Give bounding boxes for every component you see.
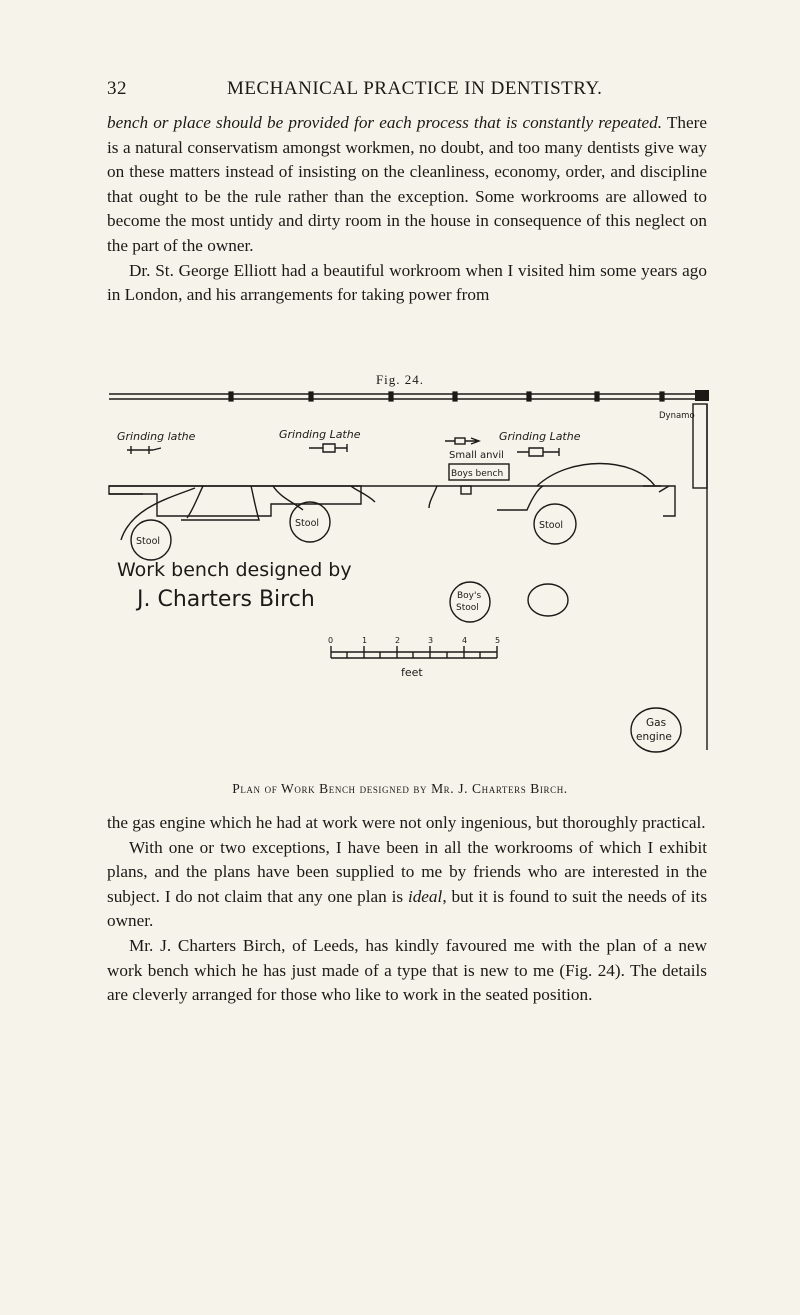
scale-tick-label: 2 <box>395 636 400 645</box>
text-block-top: bench or place should be provided for ea… <box>107 111 707 308</box>
running-head: 32 MECHANICAL PRACTICE IN DENTISTRY. <box>107 78 707 104</box>
stool-circle <box>289 501 331 543</box>
lathe-bed <box>517 447 560 457</box>
text-block-bottom: the gas engine which he had at work were… <box>107 811 707 1008</box>
lathe-label-2: Grinding Lathe <box>279 428 361 441</box>
paragraph-text: , but it is found to suit the needs of i… <box>107 886 708 931</box>
work-bench-label: Work bench designed by <box>117 559 352 581</box>
italic-word: ideal <box>407 886 443 906</box>
paragraph: Dr. St. George Elliott had a beautiful w… <box>107 260 707 305</box>
wall-corner <box>695 390 709 401</box>
lathe-label-1: Grinding lathe <box>117 430 196 443</box>
page-number: 32 <box>107 78 127 99</box>
stool-label: Stool <box>136 536 160 547</box>
scale-tick-label: 5 <box>495 636 500 645</box>
stool-circle <box>533 503 577 545</box>
knee-hole <box>272 485 304 511</box>
boys-bench-label: Boys bench <box>451 469 503 479</box>
extra-stool-circle <box>527 583 569 617</box>
knee-hole <box>428 485 438 509</box>
knee-hole <box>181 485 260 521</box>
paragraph: With one or two exceptions, I have been … <box>107 836 707 934</box>
scale-tick-label: 3 <box>428 636 433 645</box>
figure-label: Fig. 24. <box>375 372 425 387</box>
designer-label: J. Charters Birch <box>135 587 315 612</box>
figure-caption: Plan of Work Bench designed by Mr. J. Ch… <box>232 781 568 796</box>
running-title: MECHANICAL PRACTICE IN DENTISTRY. <box>227 78 603 99</box>
boys-stool-label: Boy's <box>457 591 481 601</box>
scale-unit-label: feet <box>401 666 423 679</box>
vice <box>460 485 472 495</box>
shaft-pulleys <box>228 391 665 402</box>
anvil-block <box>454 437 466 445</box>
boys-stool-circle <box>449 581 491 623</box>
anvil-shape <box>445 437 481 445</box>
knee-hole <box>120 487 196 541</box>
paragraph: bench or place should be provided for ea… <box>107 111 707 259</box>
gas-engine-circle <box>630 707 682 753</box>
boys-stool-label: Stool <box>456 603 479 613</box>
lathe-bed <box>309 443 348 453</box>
scale-tick-label: 0 <box>328 636 333 645</box>
scale-ticks <box>330 646 498 658</box>
figure-plan: Grinding lathe Grinding Lathe Grinding L… <box>103 390 715 775</box>
stool-label: Stool <box>539 520 563 531</box>
knee-hole <box>350 485 376 503</box>
dynamo-box <box>692 403 708 489</box>
scale-tick-label: 4 <box>462 636 467 645</box>
paragraph-text: With one or two exceptions, I have been … <box>107 837 707 906</box>
gas-engine-label: engine <box>636 731 672 743</box>
knee-hole <box>186 485 204 519</box>
paragraph: Mr. J. Charters Birch, of Leeds, has kin… <box>107 935 707 1005</box>
paragraph-text: There is a natural conservatism amongst … <box>107 113 707 255</box>
boys-bench-box <box>448 463 510 481</box>
stool-circle <box>130 519 172 561</box>
lathe-bed <box>127 446 162 454</box>
knee-hole <box>658 485 670 493</box>
knee-hole <box>536 462 656 487</box>
bench-top-edge <box>109 485 676 517</box>
small-anvil-label: Small anvil <box>449 450 504 461</box>
gas-engine-label: Gas <box>646 717 666 729</box>
lathe-label-3: Grinding Lathe <box>499 430 581 443</box>
work-bench-outline <box>108 485 362 517</box>
paragraph: the gas engine which he had at work were… <box>107 813 706 832</box>
knee-hole <box>497 485 544 511</box>
italic-lead: bench or place should be provided for ea… <box>107 113 663 132</box>
scale-tick-label: 1 <box>362 636 367 645</box>
dynamo-label: Dynamo <box>659 411 695 421</box>
stool-label: Stool <box>295 518 319 529</box>
